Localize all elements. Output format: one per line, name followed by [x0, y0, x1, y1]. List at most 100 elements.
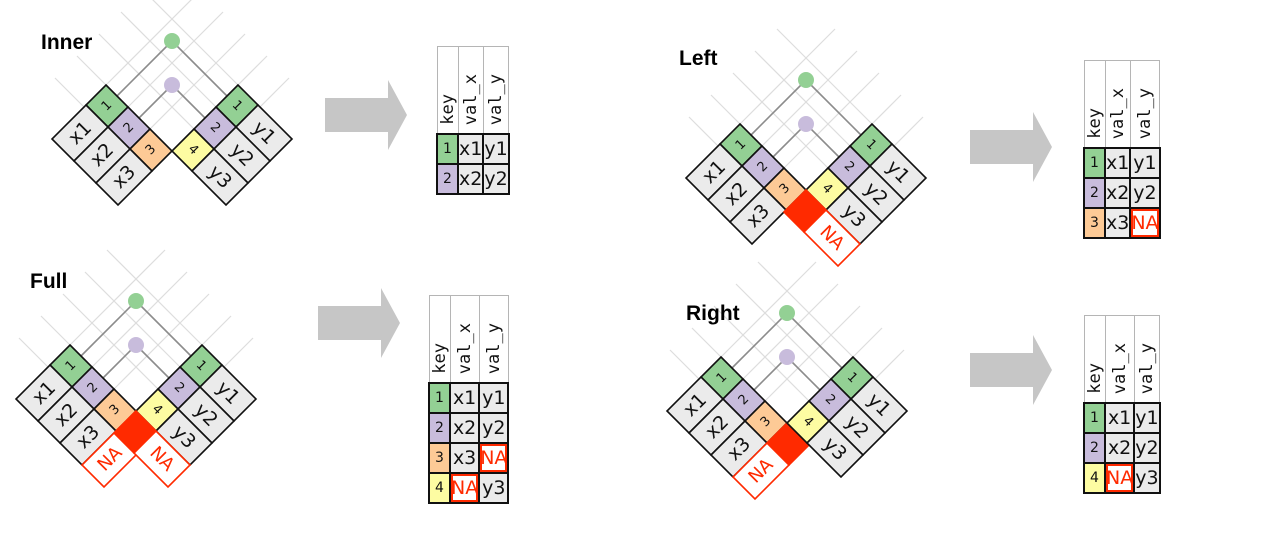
val-x-cell: x1	[448, 382, 481, 414]
val-x-cell: x1	[1103, 147, 1132, 179]
y-value-cell: y2	[827, 397, 887, 457]
key-cell: 1	[436, 133, 459, 165]
column-header-label: key	[1084, 363, 1105, 394]
val-x-cell: x2	[448, 412, 481, 444]
column-header: val_x	[1104, 315, 1135, 404]
val-y-cell: y1	[1129, 147, 1161, 179]
val-y-cell: y2	[482, 163, 510, 195]
x-value-cell: x3	[709, 419, 769, 479]
x-na-cell: NA	[80, 429, 140, 489]
na-cell: NA	[1129, 207, 1161, 239]
key-cell: 2	[428, 412, 451, 444]
column-header: val_y	[482, 46, 510, 135]
y-value-cell: y1	[234, 103, 294, 163]
y-key-cell: 4	[170, 127, 216, 173]
x-na-cell: NA	[731, 441, 791, 501]
match-dot	[164, 77, 180, 93]
key-cell: 2	[1083, 177, 1106, 209]
column-header: key	[428, 295, 451, 384]
column-header-label: val_y	[1136, 342, 1157, 394]
key-cell: 2	[436, 163, 459, 195]
val-x-cell: x1	[1103, 402, 1136, 434]
val-y-cell: y2	[1133, 432, 1161, 464]
val-x-cell: x3	[1103, 207, 1132, 239]
column-header-label: val_x	[1109, 342, 1130, 394]
match-dot	[798, 116, 814, 132]
na-cell: NA	[1103, 462, 1136, 494]
column-header: val_y	[1133, 315, 1161, 404]
key-cell: 2	[1083, 432, 1106, 464]
val-y-cell: y3	[1133, 462, 1161, 494]
x-value-cell: x1	[50, 103, 110, 163]
x-value-cell: x1	[684, 142, 744, 202]
match-dot	[128, 337, 144, 353]
arrow-right-icon	[325, 80, 407, 150]
y-value-cell: y3	[190, 147, 250, 207]
y-na-cell: NA	[132, 429, 192, 489]
x-value-cell: x1	[14, 363, 74, 423]
val-y-cell: y1	[1133, 402, 1161, 434]
na-cell: NA	[448, 472, 481, 504]
val-x-cell: x2	[1103, 177, 1132, 209]
val-x-cell: x3	[448, 442, 481, 474]
x-key-cell: 3	[128, 127, 174, 173]
val-x-cell: x2	[456, 163, 485, 195]
key-cell: 1	[1083, 402, 1106, 434]
key-cell: 3	[428, 442, 451, 474]
arrow-right-icon	[970, 112, 1052, 182]
y-value-cell: y3	[805, 419, 865, 479]
match-dot	[779, 349, 795, 365]
key-cell: 4	[428, 472, 451, 504]
key-cell: 4	[1083, 462, 1106, 494]
match-dot	[779, 305, 795, 321]
column-header: key	[1083, 315, 1106, 404]
x-value-cell: x3	[94, 147, 154, 207]
match-dot	[128, 293, 144, 309]
val-y-cell: y3	[478, 472, 510, 504]
panel-title: Inner	[41, 31, 93, 54]
column-header: val_x	[449, 295, 480, 384]
y-value-cell: y2	[212, 125, 272, 185]
val-y-cell: y2	[478, 412, 510, 444]
column-header: val_x	[457, 46, 484, 135]
arrow-right-icon	[970, 335, 1052, 405]
column-header: key	[1083, 60, 1106, 149]
key-cell: 1	[428, 382, 451, 414]
panel-title: Full	[30, 270, 68, 293]
match-connectors	[750, 72, 862, 202]
column-header: val_y	[1129, 60, 1161, 149]
val-y-cell: y1	[478, 382, 510, 414]
arrow-right-icon	[318, 288, 400, 358]
column-header: val_x	[1104, 60, 1131, 149]
x-value-cell: x2	[706, 164, 766, 224]
match-connectors	[116, 33, 228, 119]
y-na-cell: NA	[802, 208, 862, 268]
key-cell: 3	[1083, 207, 1106, 239]
val-x-cell: x2	[1103, 432, 1136, 464]
na-cell: NA	[478, 442, 510, 474]
match-dot	[164, 33, 180, 49]
val-x-cell: x1	[456, 133, 485, 165]
key-cell: 1	[1083, 147, 1106, 179]
panel-title: Left	[679, 47, 718, 70]
